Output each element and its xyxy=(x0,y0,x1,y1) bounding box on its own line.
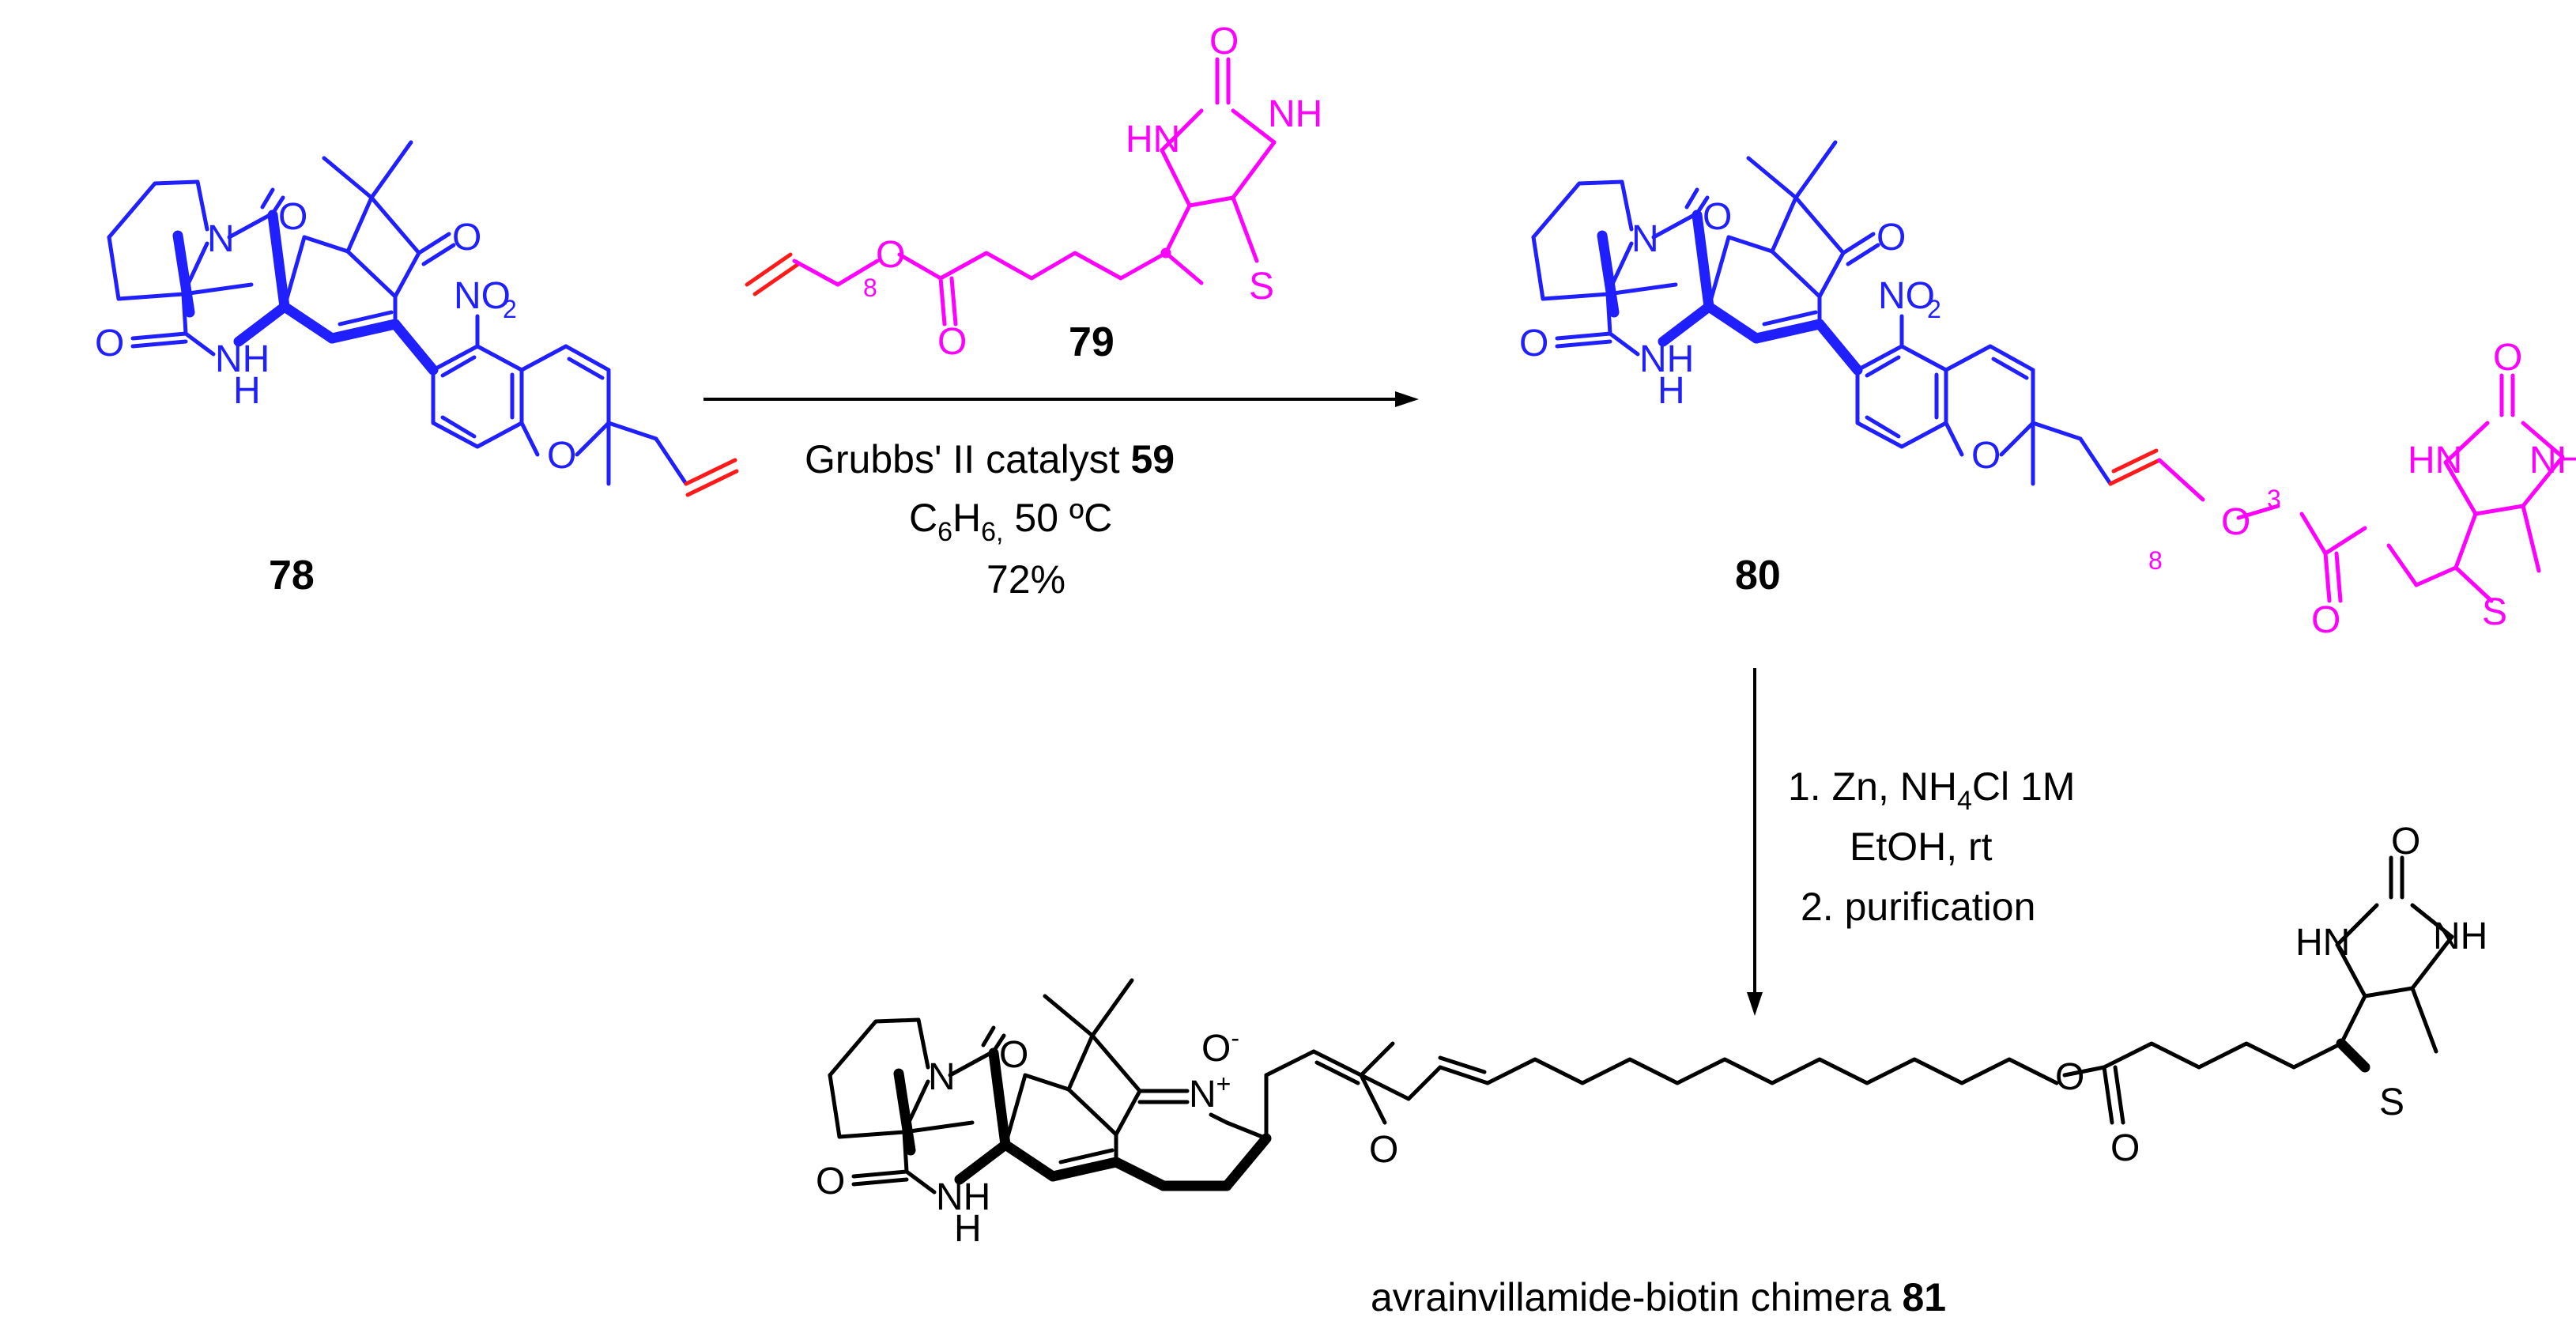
compound-81-labels: N O O NH H N+ O- O O O O HN NH S xyxy=(816,821,2487,1250)
atom-s: S xyxy=(2482,591,2507,633)
subscript-2: 2 xyxy=(1927,295,1941,323)
atom-n: N xyxy=(207,218,235,260)
atom-o: O xyxy=(2311,599,2340,641)
atom-o: O xyxy=(1971,435,2001,477)
atom-nh: NH xyxy=(1268,93,1322,135)
compound-78-label: 78 xyxy=(269,553,315,598)
condition-step2-line2: EtOH, rt xyxy=(1850,825,1993,869)
atom-o: O xyxy=(1209,21,1239,62)
subscript-8: 8 xyxy=(2148,546,2163,575)
compound-80-label: 80 xyxy=(1735,553,1781,598)
compound-79-structure xyxy=(745,57,1277,327)
condition-catalyst: Grubbs' II catalyst 59 xyxy=(805,437,1175,481)
atom-hn: HN xyxy=(2295,922,2350,964)
atom-o: O xyxy=(2221,501,2250,543)
atom-n: N xyxy=(928,1056,956,1098)
atom-o-minus: O- xyxy=(1201,1024,1239,1070)
compound-78-structure xyxy=(107,140,739,497)
atom-n-plus: N+ xyxy=(1189,1070,1231,1115)
atom-s: S xyxy=(1249,266,1274,308)
atom-o: O xyxy=(278,196,307,238)
atom-nh: NH xyxy=(936,1176,990,1218)
condition-yield: 72% xyxy=(986,557,1065,602)
condition-step2-line3: 2. purification xyxy=(1801,885,2035,929)
atom-o: O xyxy=(1369,1129,1398,1171)
atom-h: H xyxy=(954,1208,982,1250)
subscript-3: 3 xyxy=(2267,485,2281,513)
atom-o: O xyxy=(999,1034,1028,1076)
compound-80-structure xyxy=(1531,140,2565,603)
atom-no: NO xyxy=(1878,275,1935,317)
atom-no: NO xyxy=(454,275,511,317)
atom-n: N xyxy=(1631,218,1659,260)
atom-hn: HN xyxy=(2408,440,2462,481)
subscript-8: 8 xyxy=(863,274,877,302)
subscript-2: 2 xyxy=(503,295,517,323)
compound-79-label: 79 xyxy=(1069,319,1115,365)
atom-hn: HN xyxy=(1126,119,1180,160)
atom-o: O xyxy=(2493,337,2522,379)
compound-81-structure xyxy=(828,855,2454,1195)
atom-o: O xyxy=(2391,821,2420,863)
atom-h: H xyxy=(1658,370,1685,412)
atom-s: S xyxy=(2379,1081,2404,1123)
compound-81-caption: avrainvillamide-biotin chimera 81 xyxy=(1371,1275,1946,1319)
atom-o: O xyxy=(452,217,481,259)
atom-o: O xyxy=(876,234,905,276)
atom-nh: NH xyxy=(1639,338,1694,380)
atom-o: O xyxy=(1703,196,1732,238)
atom-nh: NH xyxy=(2529,440,2576,481)
compound-80-labels: N O O O NH H NO 2 O 8 O 3 O O HN NH S xyxy=(1519,196,2576,641)
condition-step2-line1: 1. Zn, NH4Cl 1M xyxy=(1788,764,2075,816)
atom-o: O xyxy=(2110,1127,2140,1169)
atom-o: O xyxy=(816,1161,845,1202)
atom-o: O xyxy=(547,435,576,477)
condition-solvent-temp: C6H6, 50 ºC xyxy=(909,496,1112,547)
atom-o: O xyxy=(2055,1056,2084,1098)
atom-nh: NH xyxy=(2433,915,2487,957)
arrow-head-2 xyxy=(1747,992,1763,1016)
atom-o: O xyxy=(1519,323,1548,364)
atom-nh: NH xyxy=(215,338,270,380)
atom-o: O xyxy=(1876,217,1906,259)
atom-o: O xyxy=(937,321,967,363)
atom-o: O xyxy=(95,323,124,364)
arrow-head-1 xyxy=(1395,391,1419,407)
atom-h: H xyxy=(233,370,261,412)
